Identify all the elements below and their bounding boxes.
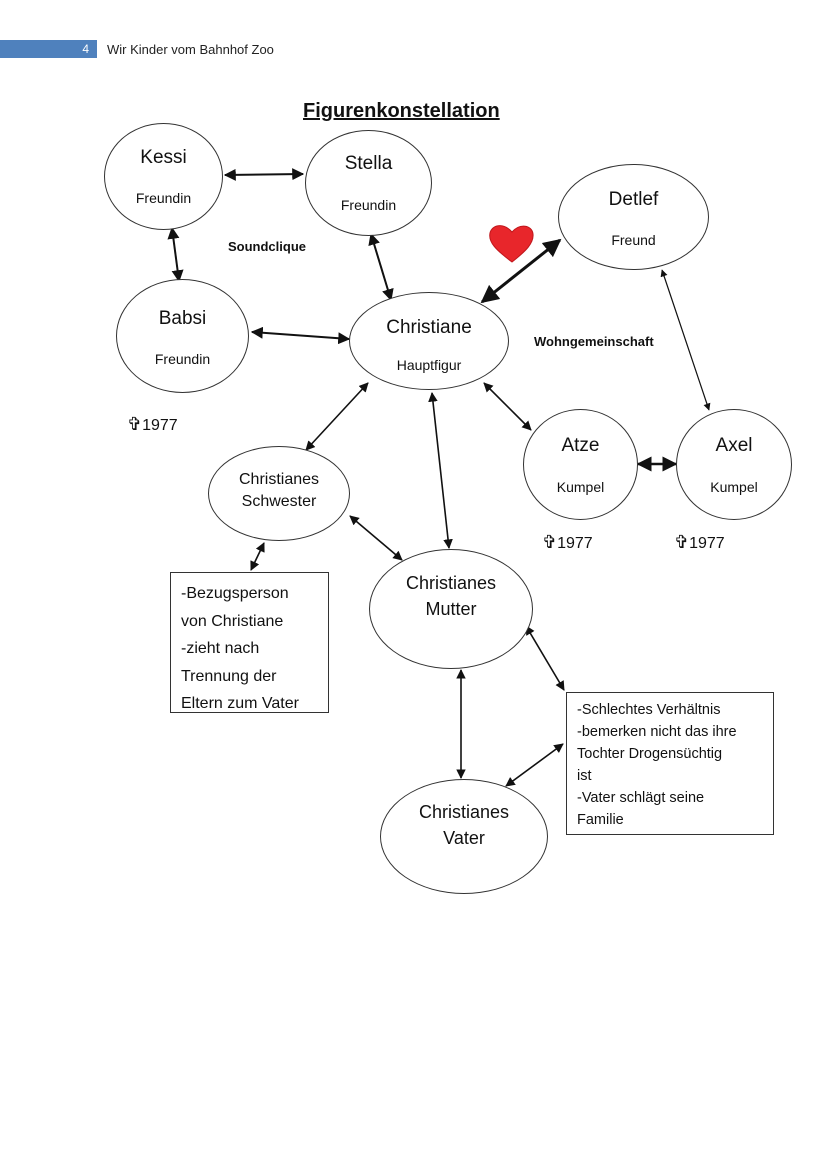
arrow-note-vater <box>505 743 564 787</box>
note-eltern-line: -bemerken nicht das ihre <box>577 724 737 740</box>
death-year-axel: 1977 <box>689 535 725 552</box>
node-vater-line2: Vater <box>443 828 485 848</box>
note-eltern-line: Tochter Drogensüchtig <box>577 746 723 762</box>
page-number-badge: 4 <box>0 40 97 58</box>
death-atze: ✞1977 <box>542 532 593 553</box>
note-eltern-line: ist <box>577 768 592 784</box>
arrow-detlef-axel <box>660 269 711 411</box>
arrow-schwester-mutter <box>349 515 403 561</box>
node-mutter-line2: Mutter <box>425 599 477 619</box>
node-detlef: Detlef Freund <box>558 164 709 270</box>
node-schwester-line2: Schwester <box>241 493 317 510</box>
node-stella-name: Stella <box>344 153 393 174</box>
node-schwester-line1: Christianes <box>238 471 320 488</box>
node-babsi-name: Babsi <box>158 308 207 329</box>
node-kessi-name: Kessi <box>140 147 187 168</box>
node-stella-role: Freundin <box>340 197 397 213</box>
node-mutter: Christianes Mutter <box>369 549 533 669</box>
node-vater-line1: Christianes <box>418 802 510 822</box>
arrow-stella-christiane <box>368 232 394 302</box>
label-wohngemeinschaft: Wohngemeinschaft <box>534 334 654 349</box>
node-kessi: Kessi Freundin <box>104 123 223 230</box>
node-babsi: Babsi Freundin <box>116 279 249 393</box>
note-schwester-line: Eltern zum Vater <box>181 695 299 712</box>
node-vater: Christianes Vater <box>380 779 548 894</box>
note-eltern-line: -Schlechtes Verhältnis <box>577 702 721 718</box>
node-kessi-role: Freundin <box>135 190 192 206</box>
arrow-babsi-christiane <box>250 326 351 345</box>
arrow-schwester-note <box>250 542 265 571</box>
cross-icon: ✞ <box>674 532 690 552</box>
label-soundclique: Soundclique <box>228 239 306 254</box>
cross-icon: ✞ <box>542 532 558 552</box>
node-christiane-name: Christiane <box>386 317 472 338</box>
node-atze-role: Kumpel <box>556 479 605 495</box>
arrow-kessi-babsi <box>167 226 184 283</box>
node-schwester: Christianes Schwester <box>208 446 350 541</box>
note-schwester-line: -zieht nach <box>181 640 260 657</box>
note-eltern-line: Familie <box>577 812 624 828</box>
node-axel-role: Kumpel <box>710 479 758 495</box>
header-title: Wir Kinder vom Bahnhof Zoo <box>107 42 274 57</box>
death-babsi: ✞1977 <box>127 414 178 435</box>
note-schwester: -Bezugsperson von Christiane -zieht nach… <box>170 572 329 713</box>
arrow-christiane-mutter <box>428 392 453 549</box>
node-mutter-line1: Christianes <box>405 573 497 593</box>
arrow-christiane-detlef <box>480 238 562 304</box>
node-axel-name: Axel <box>715 435 753 456</box>
note-schwester-line: -Bezugsperson <box>181 585 289 602</box>
arrow-christiane-atze <box>483 382 532 431</box>
arrow-kessi-stella <box>223 168 305 181</box>
note-schwester-line: Trennung der <box>181 667 277 685</box>
node-axel: Axel Kumpel <box>676 409 792 520</box>
death-year-atze: 1977 <box>557 535 593 552</box>
node-detlef-role: Freund <box>611 232 656 248</box>
death-axel: ✞1977 <box>674 532 725 553</box>
node-atze-name: Atze <box>561 435 600 456</box>
node-babsi-role: Freundin <box>154 351 211 367</box>
note-eltern-line: -Vater schlägt seine <box>577 790 705 806</box>
node-atze: Atze Kumpel <box>523 409 638 520</box>
node-stella: Stella Freundin <box>305 130 432 236</box>
note-schwester-line: von Christiane <box>181 612 284 630</box>
node-christiane: Christiane Hauptfigur <box>349 292 509 390</box>
cross-icon: ✞ <box>127 414 143 434</box>
node-detlef-name: Detlef <box>608 189 659 210</box>
arrow-christiane-schwester <box>305 382 369 451</box>
arrow-mutter-note <box>525 625 565 691</box>
node-christiane-role: Hauptfigur <box>396 357 462 373</box>
note-eltern: -Schlechtes Verhältnis -bemerken nicht d… <box>566 692 774 835</box>
heart-icon <box>489 225 534 263</box>
diagram-title: Figurenkonstellation <box>303 100 500 122</box>
death-year-babsi: 1977 <box>142 417 178 434</box>
